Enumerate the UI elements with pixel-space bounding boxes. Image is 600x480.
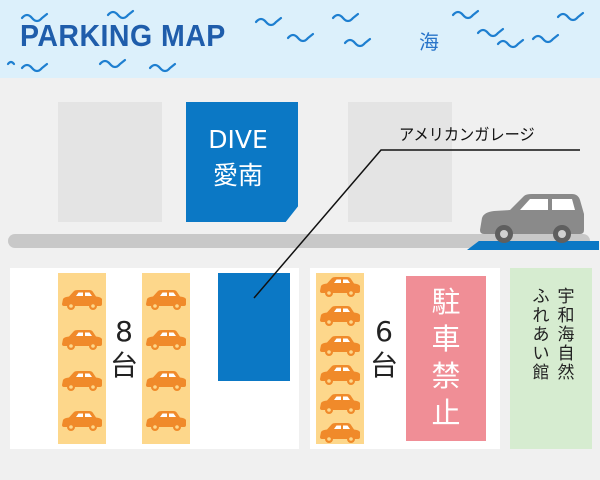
car-icon bbox=[318, 303, 362, 331]
car-icon bbox=[144, 327, 188, 355]
left-lot-count: 8 台 bbox=[104, 315, 144, 383]
car-icon bbox=[60, 368, 104, 396]
building-left bbox=[58, 102, 162, 222]
uwakai-nature-hall bbox=[510, 268, 592, 449]
road bbox=[8, 234, 590, 248]
car-icon bbox=[318, 274, 362, 302]
no-parking-label: 駐 車 禁 止 bbox=[406, 284, 486, 432]
hall-label-right: 宇和海自然 bbox=[557, 287, 575, 383]
left-lot-count-number: 8 bbox=[115, 315, 133, 348]
car-icon bbox=[60, 408, 104, 436]
car-icon bbox=[60, 327, 104, 355]
no-parking-char-3: 禁 bbox=[431, 359, 461, 393]
wave-icon bbox=[6, 9, 585, 73]
car-icon bbox=[318, 362, 362, 390]
no-parking-zone bbox=[406, 276, 486, 441]
no-parking-char-2: 車 bbox=[431, 322, 461, 356]
garage-driveway bbox=[467, 241, 599, 250]
car-icon bbox=[318, 391, 362, 419]
sea-area: PARKING MAP 海 bbox=[0, 0, 600, 78]
building-right bbox=[348, 102, 452, 222]
car-icon bbox=[144, 287, 188, 315]
car-icon bbox=[60, 287, 104, 315]
dive-label-line1: DIVE bbox=[208, 125, 268, 154]
dive-ainan-building bbox=[186, 102, 298, 222]
left-lot-count-unit: 台 bbox=[109, 349, 138, 382]
map-title: PARKING MAP bbox=[20, 18, 226, 53]
middle-lot-count-unit: 台 bbox=[369, 349, 398, 382]
no-parking-char-1: 駐 bbox=[431, 285, 461, 319]
dive-label-line2: 愛南 bbox=[212, 161, 263, 190]
middle-lot-count-number: 6 bbox=[375, 315, 393, 348]
car-icon bbox=[144, 368, 188, 396]
american-garage-spot bbox=[218, 273, 290, 381]
dive-ainan-label: DIVE 愛南 bbox=[186, 122, 290, 194]
suv-icon bbox=[476, 190, 588, 250]
car-icon bbox=[144, 408, 188, 436]
hall-label-left: ふれあい館 bbox=[532, 287, 550, 383]
car-icon bbox=[318, 420, 362, 448]
no-parking-char-4: 止 bbox=[431, 396, 461, 430]
middle-lot-count: 6 台 bbox=[364, 315, 404, 383]
parking-column-3 bbox=[316, 273, 364, 444]
american-garage-label: アメリカンガレージ bbox=[399, 125, 535, 144]
sea-label: 海 bbox=[419, 30, 439, 54]
car-icon bbox=[318, 333, 362, 361]
